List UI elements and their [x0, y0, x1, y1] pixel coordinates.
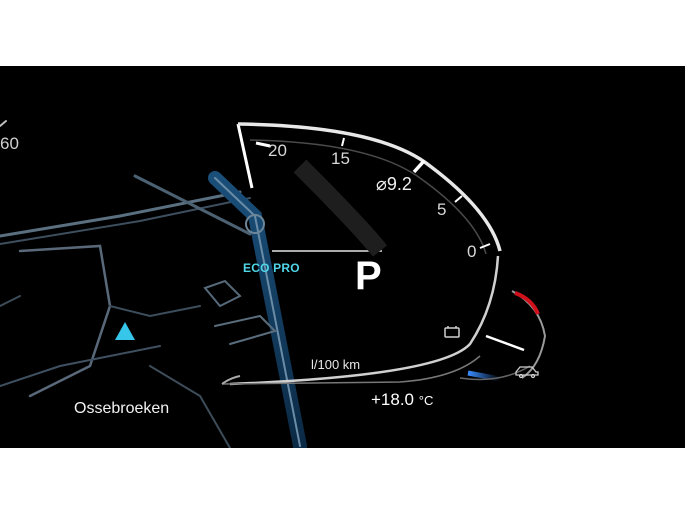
drive-mode-label: ECO PRO	[243, 261, 300, 275]
scale-tick-5: 5	[437, 200, 447, 219]
scale-tick-0: 0	[467, 242, 477, 261]
gear-indicator: P	[355, 254, 382, 298]
instrument-cluster-display: 60 20 15 5 0 ⌀9.2 ECO PRO P l/100 km +18…	[0, 66, 685, 448]
navigation-arrow-icon	[115, 322, 135, 340]
temperature-value: +18.0	[371, 390, 415, 409]
temperature-unit: °C	[418, 393, 434, 408]
car-icon	[515, 366, 539, 379]
average-consumption: ⌀9.2	[376, 174, 412, 194]
battery-icon	[444, 326, 460, 338]
outside-temperature: +18.0 °C	[371, 390, 433, 410]
cluster-graphics	[0, 120, 547, 448]
location-name: Ossebroeken	[74, 400, 170, 417]
secondary-gauge	[459, 290, 547, 382]
navigation-map	[0, 120, 307, 448]
scale-tick-15: 15	[331, 149, 350, 168]
scale-tick-20: 20	[268, 141, 287, 160]
consumption-unit: l/100 km	[311, 357, 361, 372]
speed-fragment: 60	[0, 134, 19, 153]
consumption-gauge	[221, 122, 502, 386]
